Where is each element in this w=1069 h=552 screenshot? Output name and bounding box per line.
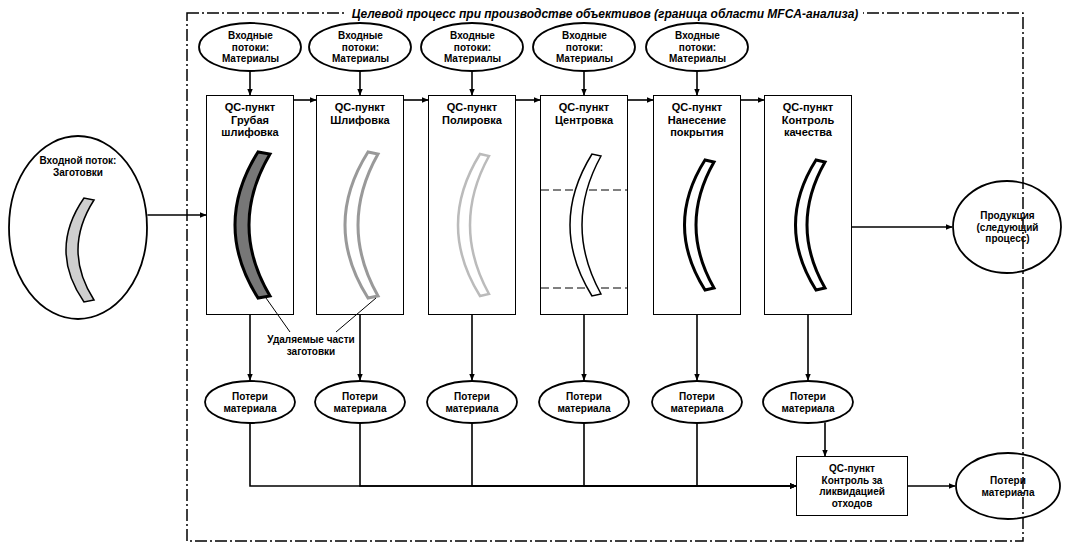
box-label: Грубая шлифовка [210,114,290,139]
boundary-outline [186,12,1024,542]
process-box: QC-пунктКонтроль качества [764,95,852,315]
loss-ellipse: Потери материала [204,380,296,424]
flow-arrow [472,424,796,486]
input-ellipse: Входные потоки: Материалы [532,22,636,72]
box-label: Полировка [442,114,502,127]
flow-arrow [852,226,952,228]
flow-arrow [471,72,473,95]
loss-ellipse: Потери материала [426,380,518,424]
loss-ellipse: Потери материала [955,452,1061,520]
leader-line [336,298,376,332]
flow-arrow [404,99,428,101]
flow-arrow [697,424,796,486]
flow-arrow [628,99,653,101]
lens-final [796,160,826,290]
flow-arrow [147,214,206,216]
callout-label: Удаляемые части заготовки [266,334,356,357]
lens-rough [235,152,270,298]
ellipse-label: Потери материала [326,391,394,414]
box-heading: QC-пункт [783,101,833,114]
flow-arrow [908,485,955,487]
box-label: Центровка [555,114,613,127]
input-ellipse: Входные потоки: Материалы [645,22,749,72]
ellipse-label: Входные потоки: Материалы [434,30,511,65]
box-heading: QC-пункт [829,463,875,475]
flow-arrow [359,72,361,95]
flow-arrow [249,315,251,380]
box-heading: QC-пункт [225,101,275,114]
flow-arrow [583,315,585,380]
flow-arrow [360,424,796,486]
lens-coated [685,160,715,290]
flow-arrow [696,72,698,95]
loss-ellipse: Потери материала [314,380,406,424]
ellipse-label: Входные потоки: Материалы [546,30,623,65]
input-ellipse: Входной поток: Заготовки [8,135,148,320]
lens-centered [570,154,601,296]
flow-arrow [741,99,764,101]
input-ellipse: Входные потоки: Материалы [198,22,302,72]
box-label: Шлифовка [330,114,389,127]
ellipse-label: Входные потоки: Материалы [659,30,736,65]
flow-arrow [807,315,809,380]
ellipse-label: Потери материала [438,391,506,414]
cut-line [541,288,627,289]
lens-blank [66,198,94,302]
process-box: QC-пунктЦентровка [540,95,628,315]
ellipse-label: Потери материала [969,475,1047,498]
ellipse-label: Продукция (следующий процесс) [967,210,1048,245]
process-box: QC-пунктПолировка [428,95,516,315]
ellipse-label: Входные потоки: Материалы [322,30,399,65]
ellipse-label: Потери материала [550,391,618,414]
lens-polished [458,154,489,296]
flow-arrow [696,315,698,380]
flow-arrow [359,315,361,380]
boundary-title: Целевой процесс при производстве объекти… [347,8,864,22]
analysis-boundary: Целевой процесс при производстве объекти… [186,12,1024,542]
flow-arrow [294,99,316,101]
flow-arrow [471,315,473,380]
box-label: Контроль качества [768,114,848,139]
flow-arrow [583,72,585,95]
flow-arrow [249,72,251,95]
ellipse-label: Потери материала [663,391,731,414]
process-box: QC-пунктГрубая шлифовка [206,95,294,315]
lens-ground [345,152,378,298]
input-ellipse: Входные потоки: Материалы [308,22,412,72]
flow-arrow [824,422,826,456]
flow-arrow [584,424,796,486]
flow-arrow [516,99,540,101]
loss-ellipse: Потери материала [651,380,743,424]
box-heading: QC-пункт [335,101,385,114]
box-heading: QC-пункт [559,101,609,114]
loss-ellipse: Потери материала [762,380,854,424]
output-ellipse: Продукция (следующий процесс) [952,180,1062,274]
box-label: Контроль за ликвидацией отходов [801,475,903,510]
ellipse-label: Потери материала [216,391,284,414]
loss-ellipse: Потери материала [538,380,630,424]
ellipse-label: Входные потоки: Материалы [212,30,289,65]
process-box: QC-пунктНанесение покрытия [653,95,741,315]
ellipse-label: Входной поток: Заготовки [26,155,130,178]
box-label: Нанесение покрытия [657,114,737,139]
process-box: QC-пунктШлифовка [316,95,404,315]
waste-control-box: QC-пунктКонтроль за ликвидацией отходов [796,456,908,516]
flow-arrow [250,424,796,486]
ellipse-label: Потери материала [774,391,842,414]
box-heading: QC-пункт [447,101,497,114]
leader-line [266,298,290,332]
input-ellipse: Входные потоки: Материалы [420,22,524,72]
box-heading: QC-пункт [672,101,722,114]
